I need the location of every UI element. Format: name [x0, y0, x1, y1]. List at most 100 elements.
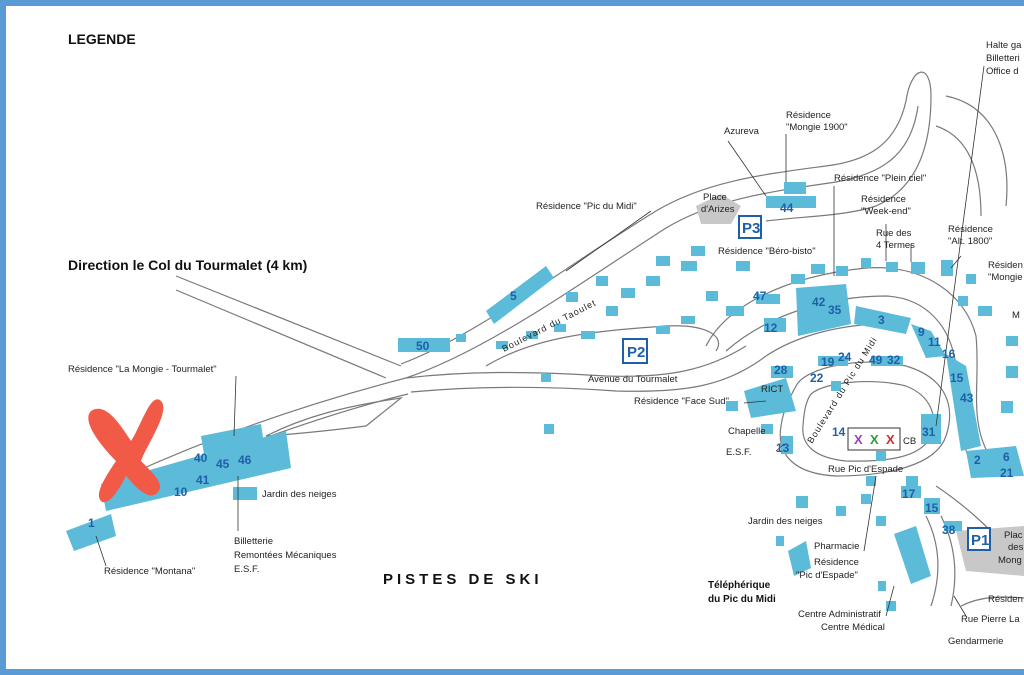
label-termes-a: Rue des: [876, 228, 912, 239]
label-plac-b: des: [1008, 542, 1024, 553]
label-resid-r: Résiden: [988, 260, 1023, 271]
label-alt-a: Résidence: [948, 224, 993, 235]
road-east-hairpin: [945, 95, 1008, 207]
num-45: 45: [216, 457, 230, 471]
label-lamongie: Résidence "La Mongie - Tourmalet": [68, 364, 217, 375]
num-17: 17: [902, 487, 916, 501]
building-50: [398, 338, 450, 352]
building-49-32: [871, 356, 903, 366]
building-47: [756, 294, 780, 304]
building-1: [66, 514, 116, 551]
road-lower-1: [125, 377, 407, 477]
building-small-1: [544, 424, 554, 434]
label-jardin-legend: Jardin des neiges: [262, 489, 337, 500]
label-berobisto: Résidence "Béro-bisto": [718, 246, 816, 257]
num-12: 12: [764, 321, 778, 335]
place-arizes-area: [696, 194, 741, 224]
num-42: 42: [812, 295, 826, 309]
markers-box: [847, 427, 901, 451]
marker-x-red: X: [886, 432, 895, 447]
building-28: [771, 366, 793, 378]
num-41: 41: [196, 473, 210, 487]
building-38: [944, 521, 962, 531]
map-canvas: X X X LEGENDE Direction le Col du Tourma…: [66, 31, 1024, 647]
num-43: 43: [960, 391, 974, 405]
label-esf: E.S.F.: [726, 447, 751, 458]
num-49: 49: [869, 353, 883, 367]
building-rict: [744, 378, 796, 418]
building-44b: [766, 196, 816, 208]
num-11: 11: [928, 335, 941, 349]
label-weekend-a: Résidence: [861, 194, 906, 205]
num-13: 13: [776, 441, 790, 455]
road-south-2: [925, 515, 939, 607]
label-plac-a: Plac: [1004, 530, 1023, 541]
num-46: 46: [238, 453, 252, 467]
label-admin-b: Centre Médical: [821, 622, 885, 633]
road-picdumidi-inner: [802, 380, 935, 462]
building-3: [854, 306, 911, 334]
building-45-46: [201, 424, 264, 454]
building-pharmacie: [894, 526, 931, 584]
road-network: [115, 71, 1024, 607]
marker-x-green: X: [870, 432, 879, 447]
label-gendarmerie: Gendarmerie: [948, 636, 1003, 647]
num-47: 47: [753, 289, 767, 303]
label-resid-br: Résiden: [988, 594, 1023, 605]
num-3: 3: [878, 313, 885, 327]
buildings: [66, 182, 1024, 611]
building-5: [486, 266, 554, 324]
num-24: 24: [838, 350, 852, 364]
leader-lines: [95, 65, 985, 617]
road-pierre: [960, 596, 1024, 607]
road-tourmalet-2: [175, 289, 387, 379]
parking-p2: P2: [622, 338, 648, 364]
building-12: [764, 318, 786, 332]
num-31: 31: [922, 425, 936, 439]
label-montana: Résidence "Montana": [104, 566, 195, 577]
red-cross-mark: [88, 399, 164, 503]
num-1: 1: [88, 516, 95, 530]
road-loop-p2: [485, 325, 720, 367]
label-m-r: M: [1012, 310, 1020, 321]
num-50: 50: [416, 339, 430, 353]
legend-title: LEGENDE: [68, 31, 136, 47]
resort-map: X X X LEGENDE Direction le Col du Tourma…: [6, 6, 1024, 669]
num-16: 16: [942, 347, 956, 361]
road-east-hairpin-2: [935, 125, 982, 217]
num-14: 14: [832, 425, 846, 439]
label-weekend-b: "Week-end": [861, 206, 911, 217]
parking-p3: P3: [738, 215, 762, 239]
label-av-tourmalet: Avenue du Tourmalet: [588, 374, 678, 385]
num-38: 38: [942, 523, 956, 537]
label-espade-b: "Pic d'Espade": [796, 570, 858, 581]
road-avenue-1: [405, 345, 747, 379]
label-rue-espade: Rue Pic d'Espade: [828, 464, 903, 475]
label-office: Office d: [986, 66, 1019, 77]
label-cb: CB: [903, 436, 916, 447]
label-rict: RICT: [761, 384, 783, 395]
num-5: 5: [510, 289, 517, 303]
num-15: 15: [950, 371, 964, 385]
svg-text:P2: P2: [627, 344, 645, 361]
jardin-legend-swatch: [233, 487, 257, 500]
num-21: 21: [1000, 466, 1014, 480]
label-picdumidi: Résidence "Pic du Midi": [536, 201, 637, 212]
building-9-11: [911, 324, 946, 358]
label-pleinciel: Résidence "Plein ciel": [834, 173, 926, 184]
road-taoulet-2: [405, 105, 919, 379]
num-40: 40: [194, 451, 208, 465]
building-2-6-21: [966, 446, 1024, 478]
label-billet2: Remontées Mécaniques: [234, 550, 337, 561]
building-31: [921, 414, 941, 444]
road-island: [265, 397, 404, 437]
building-jardin2: [788, 541, 811, 576]
pistes-label: PISTES DE SKI: [383, 571, 543, 588]
label-pierre: Rue Pierre La: [961, 614, 1020, 625]
building-15b: [924, 498, 940, 514]
label-place-b: d'Arizes: [701, 204, 735, 215]
label-pharmacie: Pharmacie: [814, 541, 859, 552]
num-15b: 15: [925, 501, 939, 515]
num-9: 9: [918, 325, 925, 339]
